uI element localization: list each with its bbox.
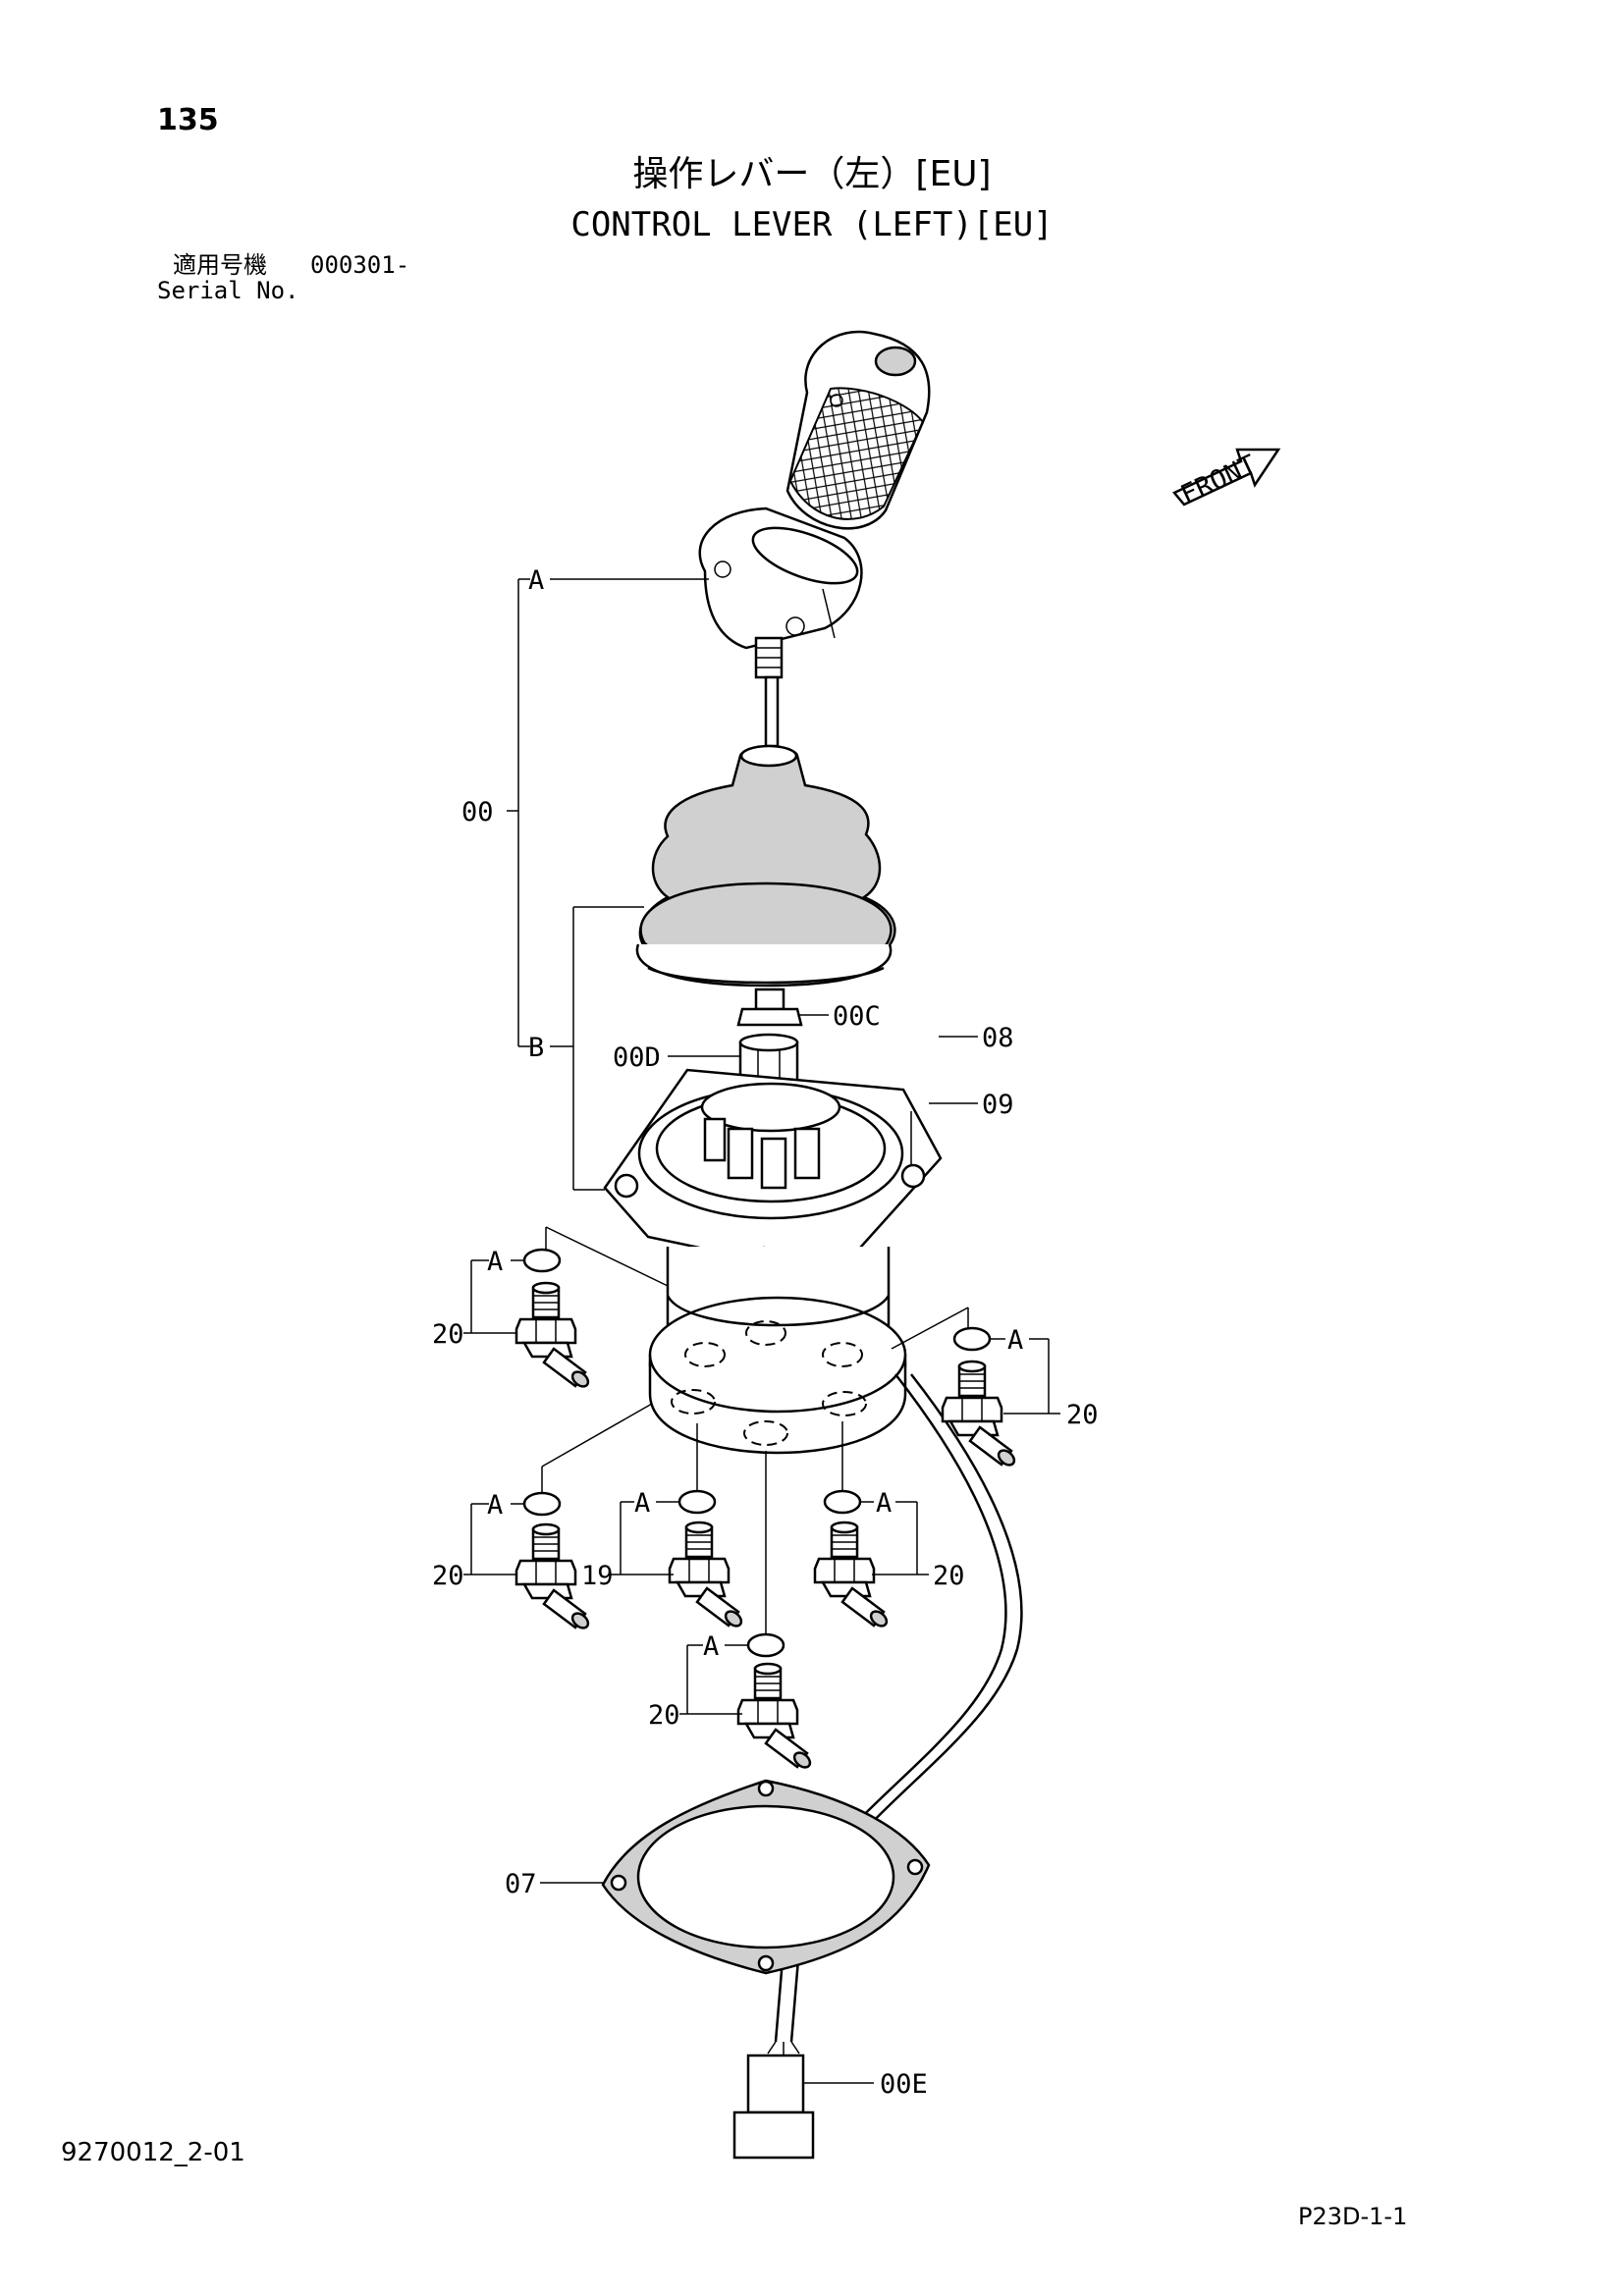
callout-lower-left-fitting: 20: [432, 1561, 464, 1591]
callout-nut: 00C: [833, 1001, 881, 1032]
leader-lines: [463, 578, 1060, 2084]
callout-gasket: 07: [505, 1869, 537, 1899]
callout-assembly: 00: [461, 797, 494, 828]
page-title-english: CONTROL LEVER (LEFT)[EU]: [570, 205, 1054, 244]
adjusting-nut: [736, 988, 803, 1027]
callout-bolt: 08: [982, 1023, 1014, 1053]
callout-washer: 09: [982, 1090, 1014, 1120]
callout-lower-left-a: A: [487, 1490, 503, 1521]
lever-shaft: [754, 636, 784, 748]
serial-label-english: Serial No.: [157, 277, 299, 304]
page-code: P23D-1-1: [1298, 2203, 1408, 2230]
rubber-boot: [635, 744, 896, 988]
callout-b: B: [528, 1033, 544, 1063]
electrical-connector: [732, 2041, 815, 2160]
callout-a-top: A: [528, 565, 544, 596]
callout-right-a: A: [1007, 1325, 1023, 1356]
callout-upper-left-fitting: 20: [432, 1319, 464, 1350]
front-label: FRONT: [1176, 450, 1262, 510]
serial-label-japanese: 適用号機: [173, 251, 267, 279]
document-id: 9270012_2-01: [61, 2138, 245, 2167]
fitting-center: [668, 1489, 746, 1630]
callout-lower-right-fitting: 20: [933, 1561, 965, 1591]
fitting-lower-left: [514, 1491, 593, 1632]
lever-clamp-collar: [698, 507, 863, 650]
callout-lower-right-a: A: [876, 1488, 892, 1519]
callout-right-fitting: 20: [1066, 1400, 1099, 1430]
page-number: 135: [157, 103, 219, 137]
callout-center-a: A: [634, 1488, 650, 1519]
valve-body: [648, 1247, 907, 1455]
callout-bottom-a: A: [703, 1631, 719, 1662]
callout-bottom-fitting: 20: [648, 1700, 680, 1731]
callout-center-fitting: 19: [581, 1561, 614, 1591]
page-title-japanese: 操作レバー（左）[EU]: [632, 154, 992, 194]
gasket: [601, 1779, 931, 1975]
serial-number-value: 000301-: [310, 251, 410, 279]
front-direction-arrow: FRONT: [1172, 448, 1281, 510]
lever-grip: [785, 330, 931, 530]
fitting-upper-left: [514, 1248, 593, 1391]
callout-hex-joint: 00D: [613, 1042, 661, 1073]
callout-connector: 00E: [880, 2069, 928, 2100]
fitting-bottom: [736, 1632, 815, 1772]
mounting-plate: [603, 1068, 943, 1278]
callout-upper-left-a: A: [487, 1247, 503, 1277]
fitting-right: [941, 1326, 1019, 1469]
